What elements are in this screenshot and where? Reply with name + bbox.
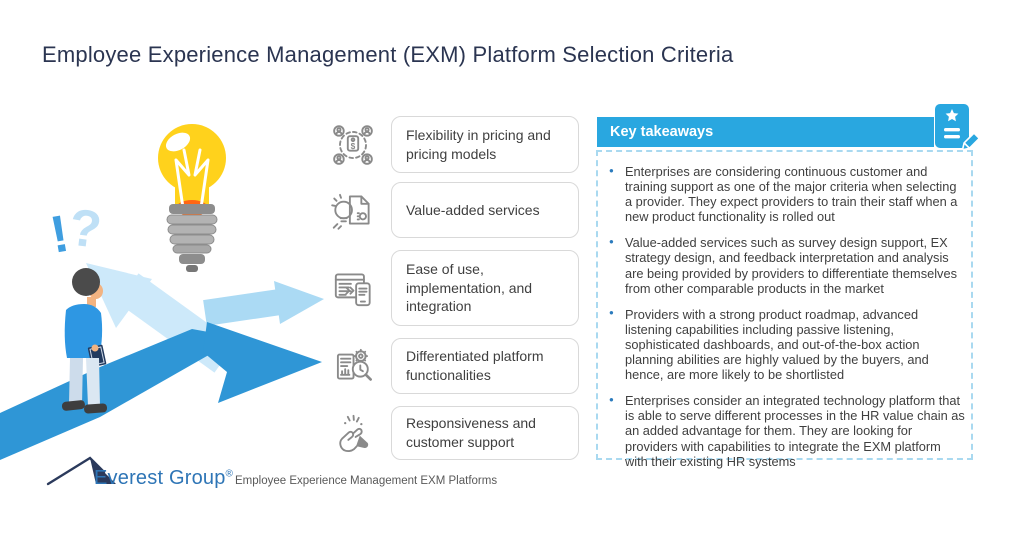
platform-functionality-icon xyxy=(327,340,379,392)
takeaway-item: Value-added services such as survey desi… xyxy=(608,235,967,295)
criterion-label: Value-added services xyxy=(406,201,540,218)
criterion-row: Differentiated platform functionalities xyxy=(327,338,579,394)
criterion-row: $ Flexibility in pricing and pricing mod… xyxy=(327,116,579,173)
criterion-row: Responsiveness and customer support xyxy=(327,406,579,460)
road-arrow xyxy=(0,322,322,460)
ease-of-use-icon xyxy=(327,262,379,314)
criterion-row: Value-added services xyxy=(327,182,579,238)
criterion-label: Flexibility in pricing and pricing model… xyxy=(406,126,551,162)
criterion-label: Differentiated platform functionalities xyxy=(406,348,544,383)
criterion-row: Ease of use, implementation, and integra… xyxy=(327,250,579,326)
brand-name: Everest Group® xyxy=(94,467,234,489)
brand-caption: Employee Experience Management EXM Platf… xyxy=(235,475,498,487)
svg-text:?: ? xyxy=(66,198,105,259)
pricing-flexibility-icon: $ xyxy=(327,119,379,171)
value-added-services-icon xyxy=(327,184,379,236)
key-takeaways-list: Enterprises are considering continuous c… xyxy=(608,164,967,469)
lightbulb xyxy=(158,124,226,272)
takeaway-item: Providers with a strong product roadmap,… xyxy=(608,307,967,382)
customer-support-icon xyxy=(327,407,379,459)
takeaway-item: Enterprises consider an integrated techn… xyxy=(608,393,967,468)
criterion-label: Ease of use, implementation, and integra… xyxy=(406,261,533,315)
takeaway-item: Enterprises are considering continuous c… xyxy=(608,164,967,224)
pale-arrow-right xyxy=(203,281,324,326)
criterion-box: Flexibility in pricing and pricing model… xyxy=(391,116,579,173)
page-title: Employee Experience Management (EXM) Pla… xyxy=(42,42,734,67)
criterion-box: Responsiveness and customer support xyxy=(391,406,579,460)
criterion-box: Ease of use, implementation, and integra… xyxy=(391,250,579,326)
key-takeaways-title: Key takeaways xyxy=(610,124,714,140)
person-figure xyxy=(61,268,108,414)
question-exclamation-marks: ! ? xyxy=(46,198,105,264)
everest-group-logo: Everest Group® Employee Experience Manag… xyxy=(44,450,544,500)
registered-mark: ® xyxy=(225,468,234,480)
criterion-box: Value-added services xyxy=(391,182,579,238)
criterion-box: Differentiated platform functionalities xyxy=(391,338,579,394)
idea-crossroads-illustration: ! ? xyxy=(0,124,324,460)
mountain-logo-icon xyxy=(46,456,116,486)
key-takeaways-panel: Enterprises are considering continuous c… xyxy=(596,150,973,469)
key-takeaways-header: Key takeaways xyxy=(597,117,934,147)
key-takeaways-note-icon xyxy=(935,104,980,151)
criterion-label: Responsiveness and customer support xyxy=(406,415,536,450)
svg-text:$: $ xyxy=(351,140,356,150)
